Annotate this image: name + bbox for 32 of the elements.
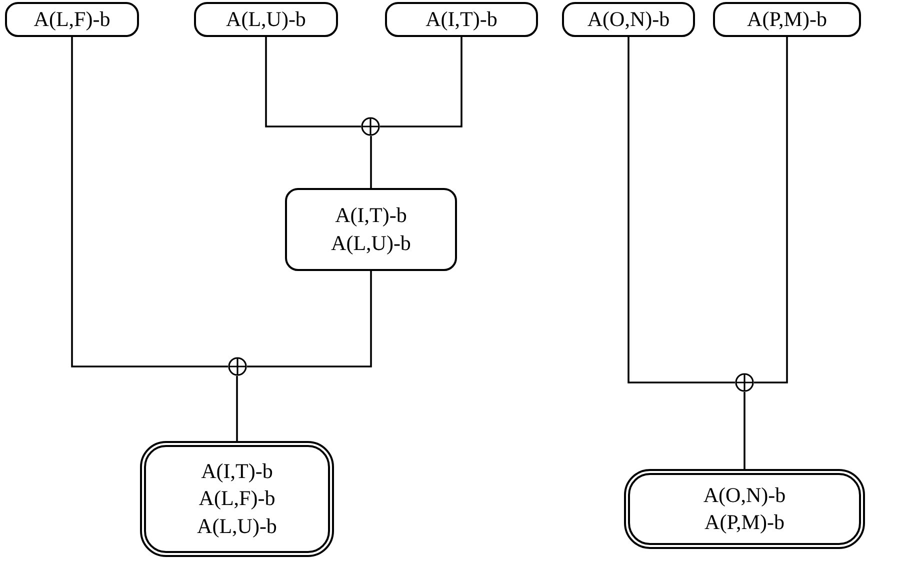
connector-line — [370, 136, 372, 188]
node-label: A(P,M)-b — [704, 509, 784, 536]
node-label: A(P,M)-b — [747, 6, 827, 33]
rounded-box — [5, 2, 139, 37]
rounded-box — [194, 2, 338, 37]
node-label: A(L,U)-b — [197, 512, 277, 540]
connector-line — [236, 376, 238, 441]
node-label: A(L,U)-b — [331, 230, 411, 256]
connector-line — [380, 37, 462, 128]
node-label: A(O,N)-b — [587, 6, 670, 33]
node-label: A(O,N)-b — [703, 482, 786, 509]
node-label: A(I,T)-b — [201, 458, 273, 486]
double-rounded-box — [624, 469, 865, 549]
connector-line — [628, 37, 735, 384]
node-label: A(I,T)-b — [426, 6, 498, 33]
junction-circle — [228, 357, 247, 376]
node-label: A(L,F)-b — [34, 6, 110, 33]
double-rounded-box — [140, 441, 334, 557]
rounded-box — [285, 188, 457, 271]
connector-line — [744, 392, 746, 469]
rounded-box — [562, 2, 695, 37]
node-label: A(I,T)-b — [335, 202, 407, 230]
connector-line — [754, 37, 788, 384]
node-label: A(L,F)-b — [198, 485, 276, 512]
connector-line — [265, 37, 361, 128]
connector-line — [71, 37, 228, 368]
node-label: A(L,U)-b — [226, 6, 306, 33]
connector-line — [247, 271, 372, 368]
rounded-box — [713, 2, 861, 37]
junction-circle — [361, 117, 380, 136]
rounded-box — [385, 2, 538, 37]
junction-circle — [735, 373, 754, 392]
